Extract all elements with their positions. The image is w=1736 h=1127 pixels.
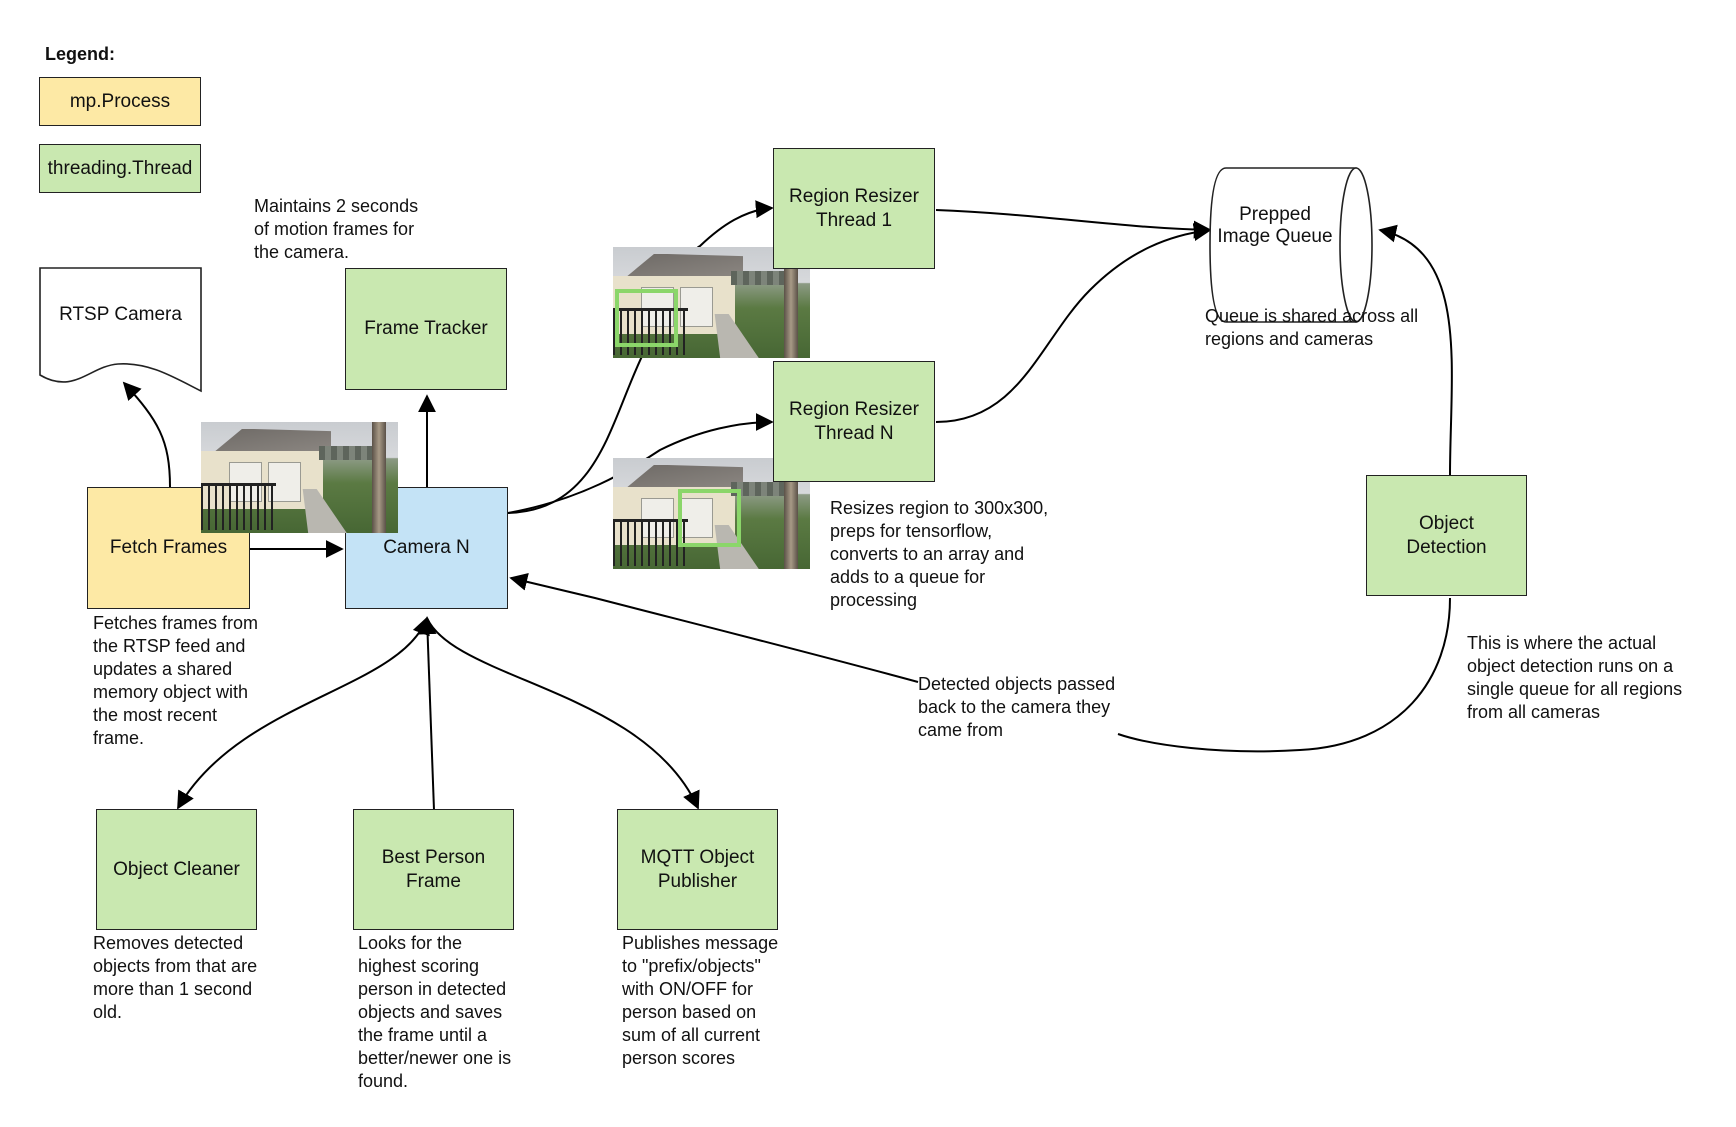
legend-thread-label: threading.Thread <box>47 157 193 179</box>
region-resizer-1-label: Region Resizer Thread 1 <box>789 185 919 231</box>
legend-process-label: mp.Process <box>69 90 171 112</box>
legend-title: Legend: <box>45 44 115 64</box>
object-cleaner-label: Object Cleaner <box>113 858 240 880</box>
detected-back-note: Detected objects passed back to the came… <box>918 674 1116 740</box>
edge-fetch-to-rtsp <box>122 381 171 488</box>
camera-frame-thumbnail <box>201 422 398 533</box>
fetch-frames-label: Fetch Frames <box>109 537 228 558</box>
object-cleaner-node: Object Cleaner <box>96 809 257 930</box>
mqtt-publisher-label: MQTT Object Publisher <box>640 846 755 892</box>
edge-detection-to-camera <box>1117 597 1451 753</box>
frame-tracker-node: Frame Tracker <box>345 268 507 390</box>
object-detection-note: This is where the actual object detectio… <box>1467 633 1683 722</box>
queue-note: Queue is shared across all regions and c… <box>1205 306 1419 349</box>
edge-camera-to-bestperson <box>418 616 437 811</box>
edge-camera-to-mqtt <box>426 617 700 810</box>
edge-camera-to-resizern <box>507 413 774 514</box>
camera-n-label: Camera N <box>383 537 470 558</box>
prepped-image-queue-shape <box>1209 167 1373 323</box>
frame-tracker-note: Maintains 2 seconds of motion frames for… <box>254 196 419 262</box>
region-resizer-1-node: Region Resizer Thread 1 <box>773 148 935 269</box>
prepped-queue-label: Prepped Image Queue <box>1217 204 1333 247</box>
region-highlight-n <box>678 489 742 547</box>
edge-detected-back-to-camera <box>509 572 919 683</box>
edge-resizer1-to-queue <box>935 209 1212 239</box>
edge-camera-to-cleaner <box>177 616 430 810</box>
rtsp-camera-label: RTSP Camera <box>59 304 182 325</box>
resizer-note: Resizes region to 300x300, preps for ten… <box>830 498 1049 610</box>
region-thumbnail-1 <box>613 247 810 358</box>
object-cleaner-note: Removes detected objects from that are m… <box>93 933 258 1022</box>
mqtt-publisher-node: MQTT Object Publisher <box>617 809 778 930</box>
best-person-frame-node: Best Person Frame <box>353 809 514 930</box>
object-detection-node: Object Detection <box>1366 475 1527 596</box>
fetch-frames-note: Fetches frames from the RTSP feed and up… <box>93 613 259 748</box>
edge-resizern-to-queue <box>935 223 1212 423</box>
edge-detection-to-queue <box>1378 224 1453 476</box>
region-resizer-n-node: Region Resizer Thread N <box>773 361 935 482</box>
rtsp-camera-shape <box>39 267 202 393</box>
region-highlight-1 <box>614 289 678 347</box>
legend-thread-box: threading.Thread <box>39 144 201 193</box>
region-resizer-n-label: Region Resizer Thread N <box>789 398 919 444</box>
mqtt-note: Publishes message to "prefix/objects" wi… <box>622 933 779 1068</box>
object-detection-label: Object Detection <box>1406 512 1487 558</box>
frame-tracker-label: Frame Tracker <box>364 318 488 339</box>
best-person-frame-label: Best Person Frame <box>381 846 486 892</box>
best-person-note: Looks for the highest scoring person in … <box>358 933 512 1091</box>
legend-process-box: mp.Process <box>39 77 201 126</box>
